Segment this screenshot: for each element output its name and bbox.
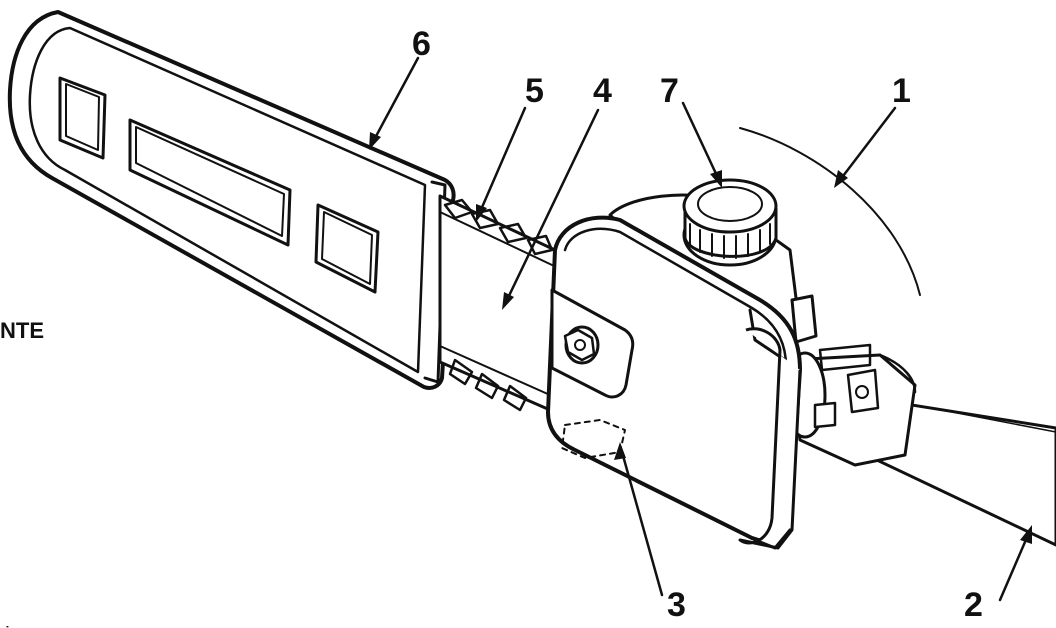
rotation-arc <box>739 127 921 296</box>
callout-3: 3 <box>667 586 686 624</box>
bottom-edge-fragment: rio <box>0 623 18 628</box>
callout-4: 4 <box>593 72 612 110</box>
margin-word-fragment: NTE <box>0 318 44 343</box>
oil-cap <box>682 178 778 267</box>
callout-6: 6 <box>412 25 431 63</box>
callout-7: 7 <box>660 72 679 110</box>
bar-scabbard <box>7 10 456 390</box>
shaft-clamp <box>783 343 917 467</box>
callout-5: 5 <box>525 72 544 110</box>
callout-1: 1 <box>892 72 911 110</box>
gear-case <box>546 215 802 550</box>
leader-lines <box>369 56 1032 602</box>
guide-bar-and-chain <box>438 194 557 412</box>
callout-2: 2 <box>964 586 983 624</box>
